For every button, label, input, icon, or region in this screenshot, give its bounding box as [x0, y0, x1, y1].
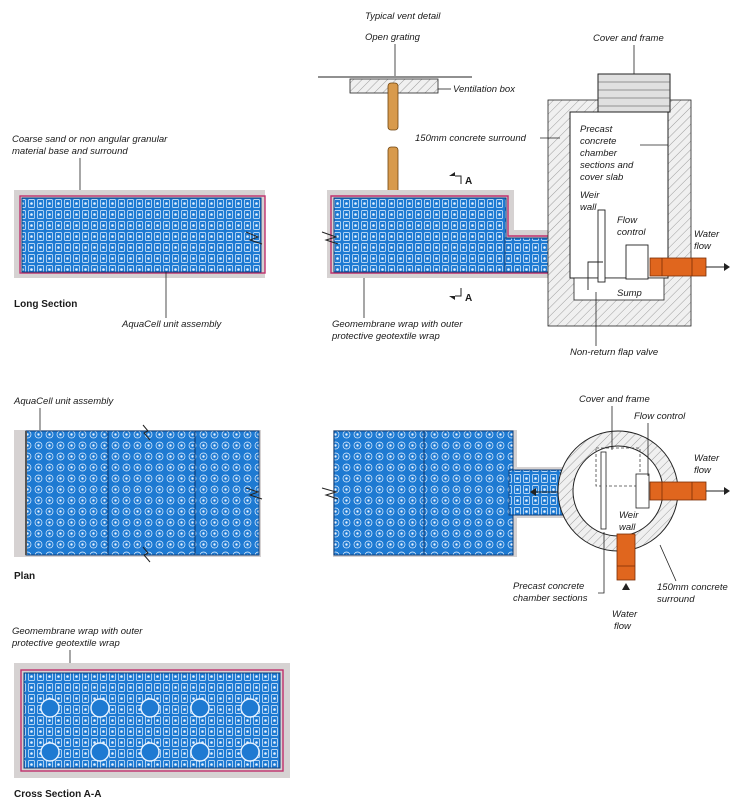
plan-concrete-surround-label-1: 150mm concrete — [657, 582, 728, 593]
plan-outlet-pipe — [649, 481, 707, 501]
non-return-valve-label: Non-return flap valve — [570, 347, 658, 358]
plan-weir-wall-label-1: Weir — [619, 510, 639, 521]
vent-pipe-lower — [387, 146, 399, 198]
cross-section-title: Cross Section A-A — [14, 789, 101, 800]
concrete-surround-label: 150mm concrete surround — [415, 133, 527, 144]
aquacell-assembly-label-plan: AquaCell unit assembly — [13, 396, 115, 407]
precast-label-5: cover slab — [580, 172, 623, 183]
plan-water-flow-in-label-1: Water — [612, 609, 638, 620]
cover-and-frame-label: Cover and frame — [593, 33, 664, 44]
geomembrane-label-long-1: Geomembrane wrap with outer — [332, 319, 463, 330]
typical-vent-detail-label: Typical vent detail — [365, 11, 441, 22]
geomembrane-label-cross-1: Geomembrane wrap with outer — [12, 626, 143, 637]
section-marker-bottom: A — [465, 293, 472, 304]
flow-control-label-1: Flow — [617, 215, 638, 226]
sump-label: Sump — [617, 288, 642, 299]
long-section-title: Long Section — [14, 299, 77, 310]
plan-water-flow-label-2: flow — [694, 465, 712, 476]
cross-section-inspection-rings — [40, 698, 260, 762]
flow-control-box — [625, 244, 649, 280]
geomembrane-label-cross-2: protective geotextile wrap — [11, 638, 120, 649]
long-section-geomembrane-left — [19, 195, 266, 274]
plan-cover-and-frame-label: Cover and frame — [579, 394, 650, 405]
plan-weir-wall-label-2: wall — [619, 522, 636, 533]
plan-tank-left — [25, 430, 260, 556]
weir-wall-label-1: Weir — [580, 190, 600, 201]
plan-concrete-surround-label-2: surround — [657, 594, 695, 605]
plan-title: Plan — [14, 571, 35, 582]
long-section-tank-left — [21, 197, 262, 273]
plan-view: AquaCell unit assembly — [13, 394, 730, 632]
vent-pipe-upper — [387, 82, 399, 131]
plan-chamber — [557, 430, 730, 590]
flow-control-label-2: control — [617, 227, 646, 238]
vent-detail: Typical vent detail Open grating Ventila… — [318, 11, 516, 198]
geomembrane-label-long-2: protective geotextile wrap — [331, 331, 440, 342]
weir-wall-label-2: wall — [580, 202, 597, 213]
precast-label-3: chamber — [580, 148, 618, 159]
precast-label-1: Precast — [580, 124, 613, 135]
precast-chamber-label-1: Precast concrete — [513, 581, 584, 592]
plan-flow-control — [635, 473, 650, 509]
coarse-sand-label-1: Coarse sand or non angular granular — [12, 134, 168, 145]
ventilation-box-label: Ventilation box — [453, 84, 516, 95]
section-marker-top: A — [465, 176, 472, 187]
precast-label-4: sections and — [580, 160, 634, 171]
plan-water-flow-in-label-2: flow — [614, 621, 632, 632]
long-section: Coarse sand or non angular granular mate… — [12, 33, 730, 358]
aquacell-assembly-label-long: AquaCell unit assembly — [121, 319, 223, 330]
long-section-chamber — [547, 73, 730, 327]
water-flow-label-1: Water — [694, 229, 720, 240]
precast-chamber-label-2: chamber sections — [513, 593, 588, 604]
plan-inlet-pipe — [616, 533, 636, 581]
weir-wall — [597, 209, 606, 283]
cover-frame-lid — [597, 73, 671, 113]
water-flow-label-2: flow — [694, 241, 712, 252]
plan-weir-wall — [600, 451, 607, 530]
long-section-tank-right — [333, 197, 507, 273]
open-grating-label: Open grating — [365, 32, 421, 43]
cross-section: Geomembrane wrap with outer protective g… — [11, 626, 290, 800]
outlet-pipe — [649, 257, 707, 277]
plan-flow-control-label: Flow control — [634, 411, 686, 422]
coarse-sand-label-2: material base and surround — [12, 146, 128, 157]
precast-label-2: concrete — [580, 136, 616, 147]
plan-water-flow-label-1: Water — [694, 453, 720, 464]
